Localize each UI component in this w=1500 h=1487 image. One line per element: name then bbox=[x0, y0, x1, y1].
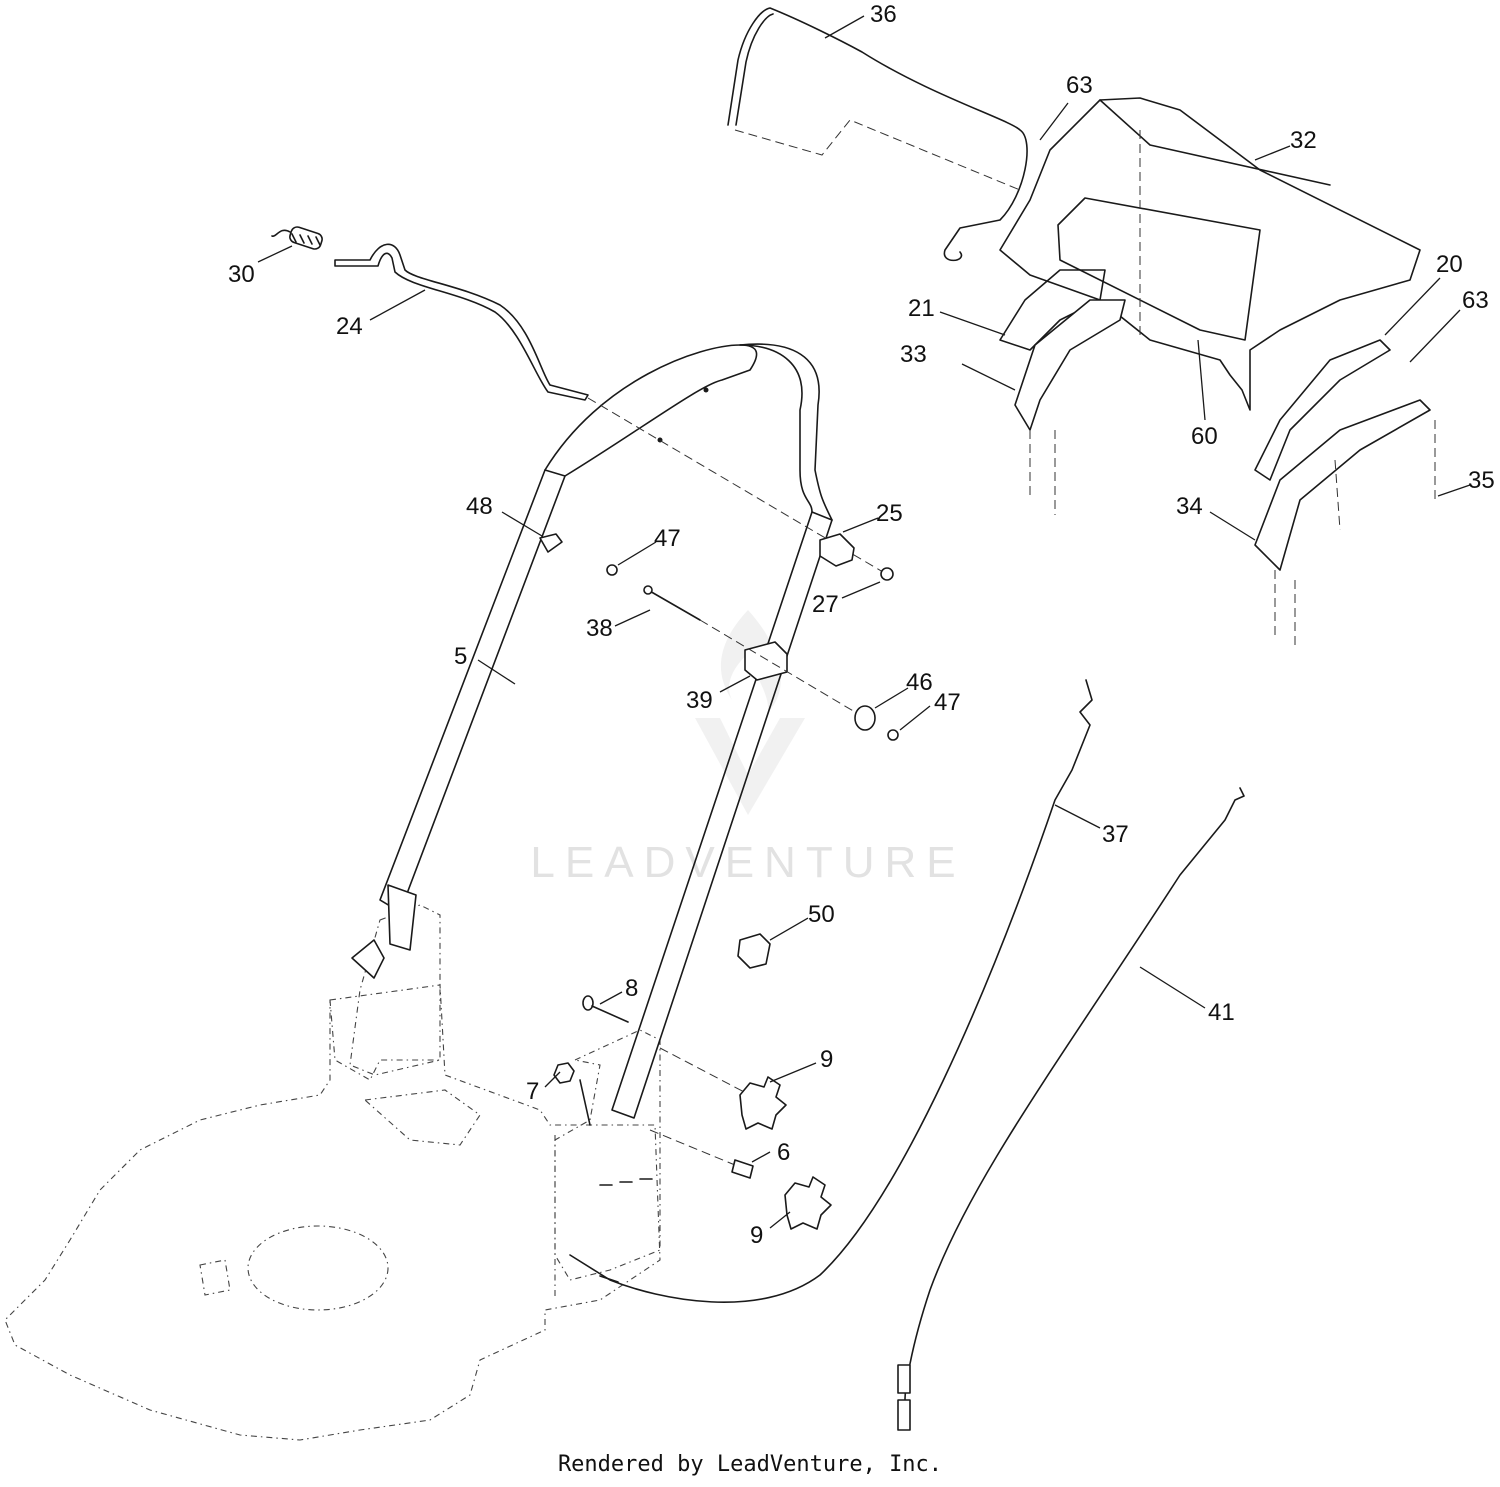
callout-24: 24 bbox=[336, 313, 363, 340]
leadventure-watermark: LEADVENTURE bbox=[530, 610, 965, 887]
handle-bracket-right bbox=[554, 1029, 661, 1281]
handle-tube-right bbox=[611, 511, 833, 1119]
handle-bracket-left bbox=[349, 904, 441, 1076]
callout-48: 48 bbox=[466, 493, 493, 520]
control-bar-rod bbox=[334, 243, 889, 576]
callout-63-top: 63 bbox=[1066, 72, 1093, 99]
callout-32: 32 bbox=[1290, 127, 1317, 154]
bail-bar-part bbox=[727, 7, 1028, 262]
watermark-flame-logo bbox=[695, 610, 805, 815]
callout-35: 35 bbox=[1468, 467, 1495, 494]
callout-leaders bbox=[257, 15, 1471, 1229]
callout-5: 5 bbox=[454, 643, 467, 670]
callout-47-upper: 47 bbox=[654, 525, 681, 552]
callout-20: 20 bbox=[1436, 251, 1463, 278]
hardware-parts bbox=[553, 995, 832, 1230]
callout-63-right: 63 bbox=[1462, 287, 1489, 314]
callout-9-lower: 9 bbox=[750, 1222, 763, 1249]
spring-part bbox=[271, 226, 323, 250]
callout-36: 36 bbox=[870, 1, 897, 28]
cable-guide-part bbox=[737, 933, 771, 969]
callout-27: 27 bbox=[812, 591, 839, 618]
callout-labels: 36 63 32 30 24 21 33 60 20 63 35 34 48 4… bbox=[228, 1, 1495, 1249]
clip-part bbox=[539, 533, 618, 576]
cable-connector-part bbox=[643, 585, 861, 716]
brake-cable-part bbox=[897, 787, 1245, 1431]
console-housing-part bbox=[999, 97, 1421, 411]
mower-deck-phantom bbox=[4, 984, 661, 1441]
callout-21: 21 bbox=[908, 295, 935, 322]
rendered-by-footer: Rendered by LeadVenture, Inc. bbox=[557, 1452, 943, 1477]
callout-60: 60 bbox=[1191, 423, 1218, 450]
callout-30: 30 bbox=[228, 261, 255, 288]
callout-25: 25 bbox=[876, 500, 903, 527]
drive-cable-part bbox=[569, 679, 1093, 1303]
watermark-text: LEADVENTURE bbox=[530, 838, 965, 887]
callout-47-lower: 47 bbox=[934, 689, 961, 716]
callout-7: 7 bbox=[526, 1078, 539, 1105]
pivot-bushing-part bbox=[819, 533, 894, 581]
callout-9-upper: 9 bbox=[820, 1046, 833, 1073]
callout-41: 41 bbox=[1208, 999, 1235, 1026]
side-track-left bbox=[999, 269, 1126, 515]
callout-6: 6 bbox=[777, 1139, 790, 1166]
callout-37: 37 bbox=[1102, 821, 1129, 848]
handle-tube-left bbox=[351, 469, 566, 979]
callout-46: 46 bbox=[906, 669, 933, 696]
side-track-right bbox=[1254, 339, 1436, 650]
callout-50: 50 bbox=[808, 901, 835, 928]
callout-8: 8 bbox=[625, 975, 638, 1002]
callout-39: 39 bbox=[686, 687, 713, 714]
callout-34: 34 bbox=[1176, 493, 1203, 520]
callout-38: 38 bbox=[586, 615, 613, 642]
spacer-part bbox=[854, 705, 899, 741]
callout-33: 33 bbox=[900, 341, 927, 368]
